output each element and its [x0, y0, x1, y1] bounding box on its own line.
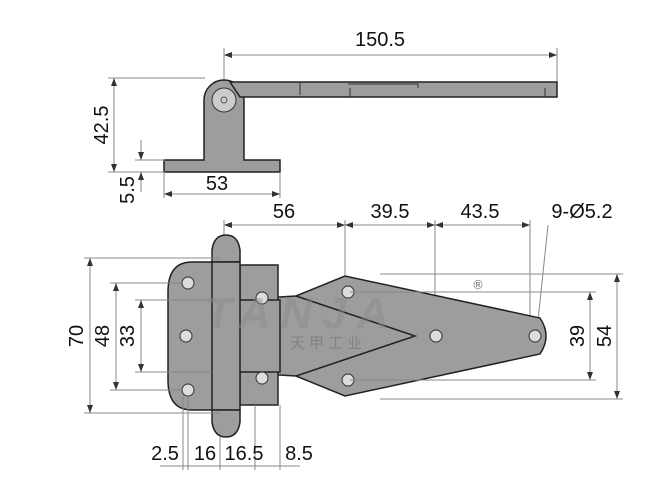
- dim-base-thickness: 5.5: [117, 176, 139, 204]
- mount-hole: [429, 329, 443, 343]
- dim-pitch-1: 56: [273, 201, 295, 223]
- dim-bottom-4: 8.5: [285, 443, 313, 465]
- dim-pitch-3: 43.5: [461, 201, 500, 223]
- mount-hole: [179, 329, 193, 343]
- dim-bottom-1: 2.5: [151, 443, 179, 465]
- mount-hole: [181, 276, 195, 290]
- dim-height: 42.5: [91, 106, 113, 145]
- dim-bottom-2: 16: [194, 443, 216, 465]
- dim-pitch-2: 39.5: [371, 201, 410, 223]
- dim-base-width: 53: [206, 173, 228, 195]
- front-view: 56 39.5 43.5 9-Ø5.2 TANJA 天甲工业 ®: [66, 201, 623, 470]
- pin-top-cap: [211, 234, 241, 263]
- pin-bottom-cap: [211, 409, 241, 438]
- watermark-chinese: 天甲工业: [290, 334, 366, 352]
- dim-leaf-spacing: 33: [117, 325, 139, 347]
- mount-hole: [255, 371, 269, 385]
- dim-total-height: 70: [66, 325, 88, 347]
- hinge-arm-side: [228, 81, 558, 98]
- dim-overall-length: 150.5: [355, 29, 405, 51]
- pivot-nut-icon: [211, 87, 237, 113]
- dim-holes: 9-Ø5.2: [551, 201, 612, 223]
- registered-mark: ®: [472, 278, 484, 292]
- mount-hole: [528, 329, 542, 343]
- dim-leaf-hole-spacing: 39: [567, 325, 589, 347]
- hinge-leaf: [227, 275, 547, 397]
- dim-leaf-width: 54: [594, 325, 616, 347]
- mount-hole: [181, 383, 195, 397]
- dim-plate-hole-spacing: 48: [92, 325, 114, 347]
- side-view: 150.5 42.5 5.5 53: [91, 29, 558, 204]
- watermark-brand: TANJA: [205, 289, 398, 338]
- mount-hole: [255, 291, 269, 305]
- hinge-base-side: [163, 79, 281, 173]
- dim-bottom-3: 16.5: [225, 443, 264, 465]
